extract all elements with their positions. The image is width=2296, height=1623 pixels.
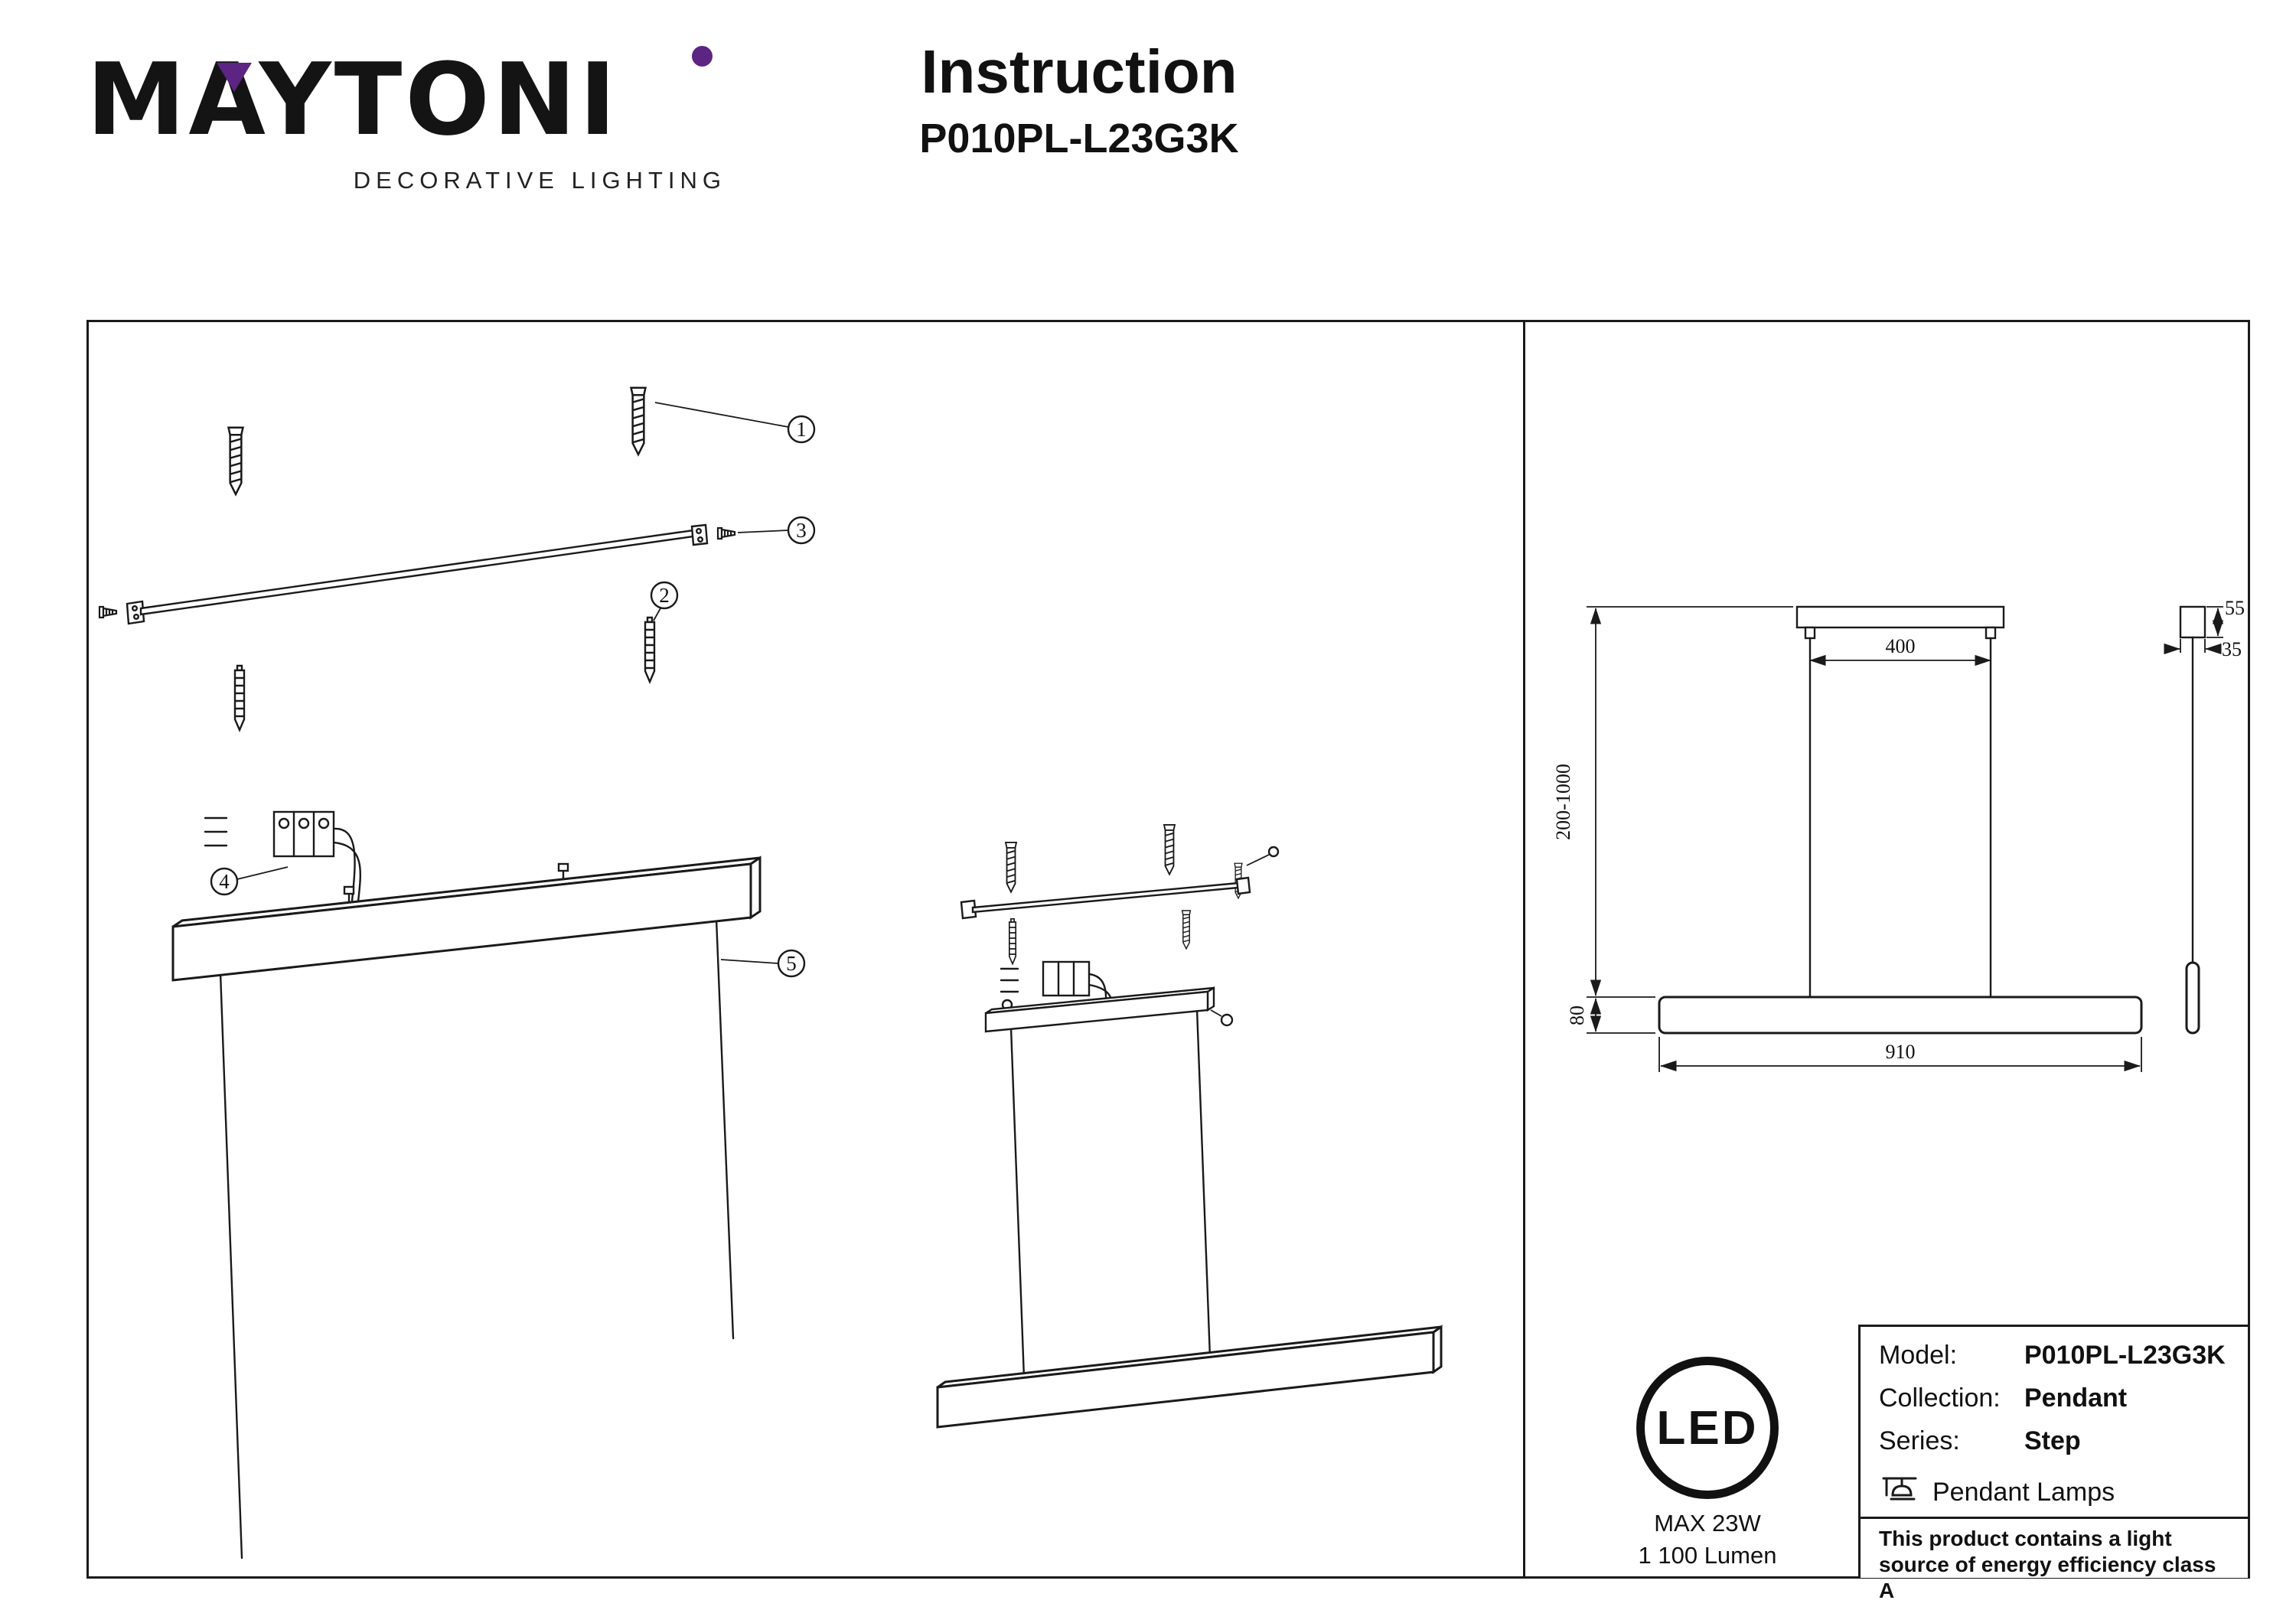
spec-row-collection: Collection: Pendant (1879, 1383, 2236, 1426)
suspension-bar (984, 986, 1215, 1033)
product-model: P010PL-L23G3K (919, 116, 1239, 161)
svg-text:910: 910 (1886, 1041, 1916, 1063)
wiring-terminal (204, 810, 361, 903)
led-logo: LED (1636, 1357, 1779, 1499)
mounting-screw-icon (1163, 823, 1176, 875)
callout-4: 4 (210, 866, 289, 896)
diagram-panel: 1 3 (86, 320, 2250, 1602)
brand-logo-row: MAYTONI (86, 41, 729, 158)
ceiling-bracket-small (960, 876, 1251, 920)
svg-text:80: 80 (1566, 1005, 1588, 1025)
svg-text:3: 3 (796, 519, 807, 542)
brand-logo: MAYTONI DECORATIVE LIGHTING (86, 41, 729, 194)
callout-5: 5 (720, 949, 806, 978)
mounting-screw-icon (1181, 910, 1192, 950)
brand-accent-triangle-icon (217, 63, 252, 92)
title-block: Instruction P010PL-L23G3K (735, 37, 1424, 162)
suspension-cable (715, 917, 735, 1340)
mounting-screw-icon (227, 426, 244, 496)
fixture-body (171, 855, 762, 982)
callout-1: 1 (654, 402, 816, 444)
bracket-screw-icon (98, 605, 118, 619)
suspension-cable (1195, 1008, 1212, 1359)
fixture-body-small (936, 1325, 1443, 1429)
callout-2: 2 (650, 581, 679, 621)
wall-anchor-icon (644, 616, 656, 683)
spec-divider (1861, 1517, 2248, 1519)
bracket-screw-icon (716, 526, 736, 540)
dim-910: 910 (1658, 1037, 2142, 1072)
mounting-screw-icon (1005, 841, 1017, 893)
dim-80: 80 (1566, 998, 1655, 1034)
front-view (1658, 605, 2143, 1035)
svg-text:200-1000: 200-1000 (1552, 764, 1574, 840)
exploded-view: 1 3 (98, 386, 816, 1559)
svg-text:400: 400 (1886, 635, 1916, 657)
spec-model-label: Model: (1879, 1341, 1958, 1370)
spec-row-series: Series: Step (1879, 1426, 2236, 1469)
spec-category-label: Pendant Lamps (1932, 1477, 2115, 1507)
dim-400: 400 (1809, 635, 1991, 666)
spec-collection-value: Pendant (2024, 1383, 2128, 1413)
ceiling-bracket (98, 523, 736, 625)
svg-text:2: 2 (659, 584, 670, 607)
led-luminous-flux: 1 100 Lumen (1638, 1542, 1777, 1569)
assembly-diagram: 1 3 (98, 386, 1443, 1559)
spec-row-model: Model: P010PL-L23G3K (1879, 1341, 2236, 1383)
canopy-side (2179, 605, 2206, 639)
svg-text:35: 35 (2222, 638, 2242, 660)
spec-category: Pendant Lamps (1879, 1469, 2236, 1515)
dim-200-1000: 200-1000 (1552, 606, 1793, 998)
canopy-front (1795, 605, 2005, 629)
brand-accent-dot-icon (692, 46, 713, 67)
mounting-screw-icon (630, 386, 647, 456)
spec-model-value: P010PL-L23G3K (2024, 1341, 2226, 1370)
led-label: LED (1656, 1401, 1759, 1455)
suspension-cable (219, 971, 243, 1559)
spec-panel: 400 200-1000 80 910 (1523, 322, 2248, 1602)
wall-anchor-icon (1008, 917, 1017, 965)
dimension-drawing: 400 200-1000 80 910 (1552, 597, 2245, 1072)
svg-text:4: 4 (219, 870, 230, 893)
instruction-title: Instruction (921, 37, 1238, 106)
brand-tagline: DECORATIVE LIGHTING (353, 167, 726, 194)
cable-gripper-icon (1220, 1013, 1234, 1027)
svg-text:5: 5 (786, 952, 797, 975)
spec-collection-label: Collection: (1879, 1383, 2001, 1413)
fixture-side (2185, 961, 2200, 1035)
suspension-cable (1009, 1026, 1026, 1380)
dim-55: 55 (2206, 597, 2245, 638)
pendant-lamp-icon (1879, 1471, 1920, 1513)
wall-anchor-icon (233, 664, 246, 732)
spec-table: Model: P010PL-L23G3K Collection: Pendant S… (1858, 1325, 2248, 1602)
callout-3: 3 (737, 516, 816, 545)
assembled-view (936, 823, 1443, 1429)
spec-series-label: Series: (1879, 1426, 1960, 1455)
cable-gripper-icon (1267, 846, 1280, 858)
energy-note: This product contains a light source of … (1879, 1527, 2216, 1603)
led-max-power: MAX 23W (1654, 1510, 1761, 1537)
side-view (2179, 605, 2206, 1035)
fixture-front (1658, 996, 2143, 1035)
dim-35: 35 (2164, 638, 2242, 660)
led-badge: LED MAX 23W 1 100 Lumen (1623, 1357, 1792, 1569)
svg-text:55: 55 (2225, 597, 2245, 619)
brand-logo-text: MAYTONI (86, 41, 620, 158)
spec-series-value: Step (2024, 1426, 2081, 1455)
wiring-terminal-small (1000, 960, 1114, 1016)
svg-text:1: 1 (796, 418, 807, 441)
